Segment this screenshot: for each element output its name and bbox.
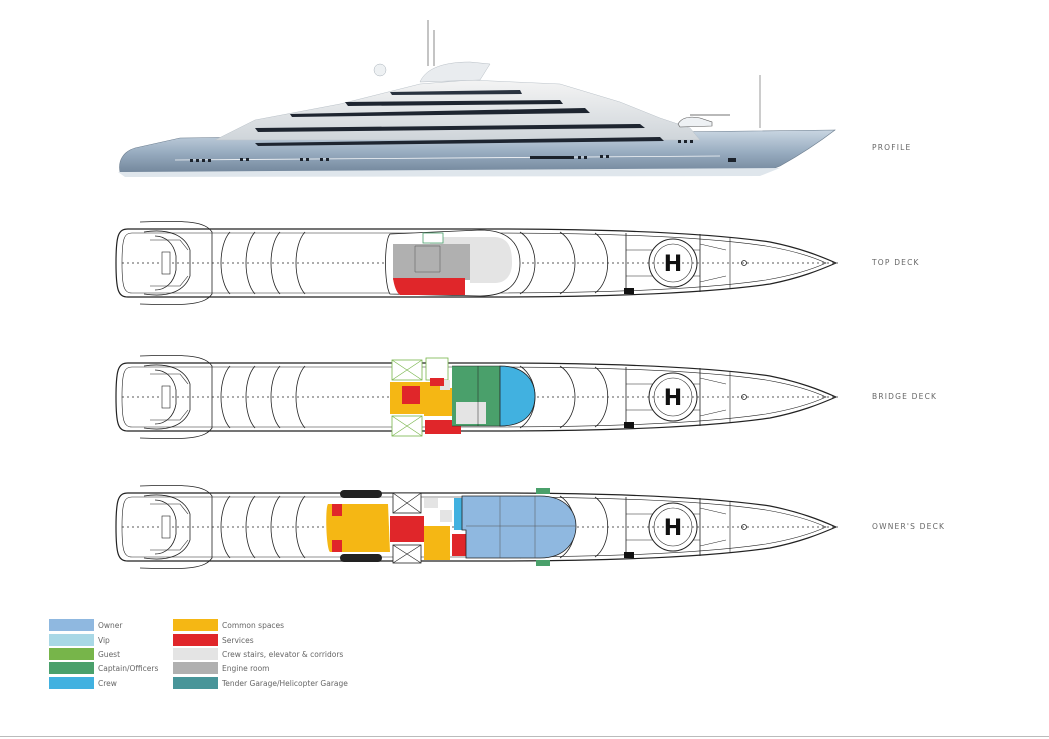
- legend-label: Owner: [98, 620, 123, 630]
- top-deck-plan: [115, 220, 839, 306]
- helipad-h-owners: H: [664, 516, 682, 541]
- legend-item-captain-officers: Captain/Officers: [49, 662, 158, 674]
- legend-item-crew-stairs: Crew stairs, elevator & corridors: [173, 648, 343, 660]
- deck-label-owners-deck: OWNER'S DECK: [872, 522, 946, 531]
- deck-label-profile: PROFILE: [872, 143, 912, 152]
- legend-swatch: [49, 677, 94, 689]
- legend-swatch: [49, 662, 94, 674]
- legend-item-owner: Owner: [49, 619, 123, 631]
- legend-swatch: [49, 648, 94, 660]
- helipad-h-bridge: H: [664, 386, 682, 411]
- helipad-h-top: H: [664, 252, 682, 277]
- legend-label: Crew: [98, 678, 117, 688]
- legend-swatch: [173, 677, 218, 689]
- legend-label: Tender Garage/Helicopter Garage: [222, 678, 348, 688]
- legend-item-engine-room: Engine room: [173, 662, 270, 674]
- deck-label-top-deck: TOP DECK: [872, 258, 920, 267]
- legend-swatch: [173, 634, 218, 646]
- legend-item-guest: Guest: [49, 648, 120, 660]
- legend-item-tender-garage: Tender Garage/Helicopter Garage: [173, 677, 348, 689]
- legend-swatch: [173, 662, 218, 674]
- legend-label: Vip: [98, 635, 110, 645]
- legend-swatch: [49, 634, 94, 646]
- legend-item-common-spaces: Common spaces: [173, 619, 284, 631]
- legend-label: Services: [222, 635, 254, 645]
- legend-swatch: [173, 619, 218, 631]
- legend-item-vip: Vip: [49, 634, 110, 646]
- deck-label-bridge-deck: BRIDGE DECK: [872, 392, 938, 401]
- legend-label: Captain/Officers: [98, 663, 159, 673]
- legend: Owner Vip Guest Captain/Officers Crew Co…: [49, 619, 379, 694]
- bridge-deck-plan: [115, 354, 839, 440]
- legend-label: Crew stairs, elevator & corridors: [222, 649, 344, 659]
- owners-deck-plan: [115, 484, 839, 570]
- bottom-divider: [0, 736, 1049, 737]
- legend-label: Common spaces: [222, 620, 285, 630]
- legend-label: Guest: [98, 649, 121, 659]
- legend-swatch: [49, 619, 94, 631]
- legend-item-crew: Crew: [49, 677, 117, 689]
- legend-swatch: [173, 648, 218, 660]
- yacht-profile-view: [118, 20, 836, 177]
- legend-item-services: Services: [173, 634, 254, 646]
- legend-label: Engine room: [222, 663, 270, 673]
